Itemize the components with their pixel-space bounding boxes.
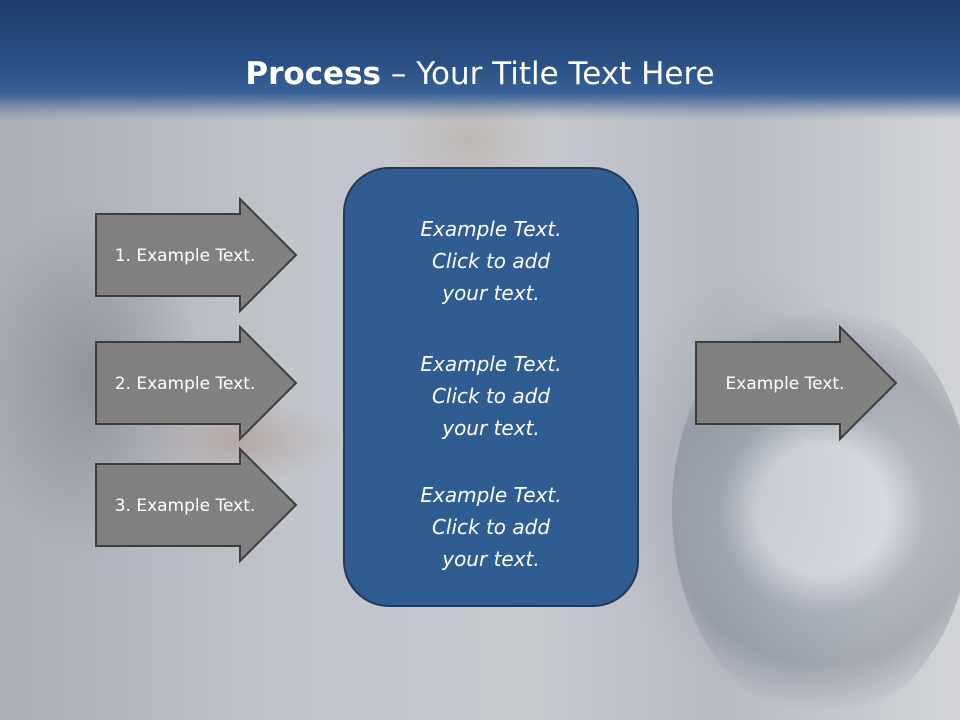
text-line: your text. — [442, 281, 540, 305]
title-banner — [0, 0, 960, 120]
arrow-label: 1. Example Text. — [114, 246, 256, 266]
center-content-box[interactable]: Example Text. Click to add your text. Ex… — [343, 167, 639, 607]
text-line: Click to add — [431, 249, 551, 273]
text-line: Example Text. — [420, 352, 562, 376]
arrow-label: 3. Example Text. — [114, 496, 256, 516]
title-bold: Process — [245, 56, 381, 92]
process-arrow-3[interactable]: 3. Example Text. — [94, 447, 298, 565]
slide-title[interactable]: Process – Your Title Text Here — [0, 52, 960, 96]
text-line: Example Text. — [420, 483, 562, 507]
process-arrow-2[interactable]: 2. Example Text. — [94, 325, 298, 443]
process-arrow-1[interactable]: 1. Example Text. — [94, 197, 298, 315]
text-line: Example Text. — [420, 217, 562, 241]
arrow-shape-icon — [95, 197, 298, 314]
text-line: Click to add — [431, 515, 551, 539]
title-rest: – Your Title Text Here — [381, 56, 715, 92]
arrow-shape-icon — [695, 325, 898, 442]
center-text-block-2[interactable]: Example Text. Click to add your text. — [345, 348, 637, 444]
text-line: your text. — [442, 547, 540, 571]
text-line: your text. — [442, 416, 540, 440]
arrow-shape-icon — [95, 325, 298, 442]
arrow-label: 2. Example Text. — [114, 374, 256, 394]
center-text-block-3[interactable]: Example Text. Click to add your text. — [345, 479, 637, 575]
result-arrow[interactable]: Example Text. — [694, 325, 898, 443]
arrow-label: Example Text. — [725, 374, 845, 394]
text-line: Click to add — [431, 384, 551, 408]
center-text-block-1[interactable]: Example Text. Click to add your text. — [345, 213, 637, 309]
arrow-shape-icon — [95, 447, 298, 564]
